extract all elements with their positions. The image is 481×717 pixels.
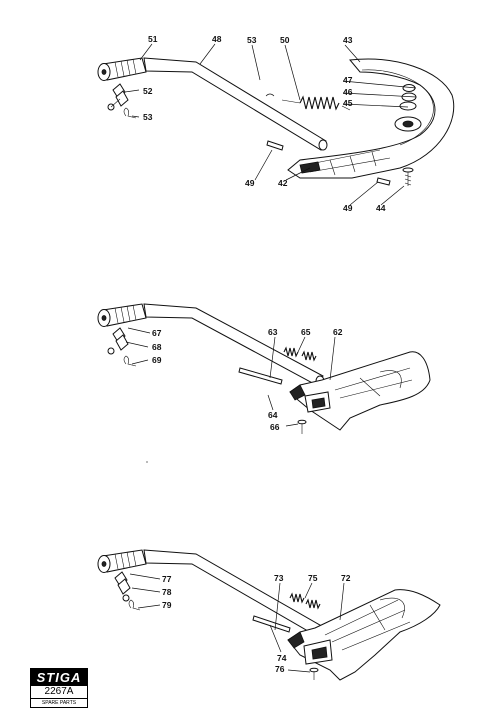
label-a-53: 53 xyxy=(247,35,257,45)
label-c-77: 77 xyxy=(162,574,172,584)
label-c-74: 74 xyxy=(277,653,287,663)
brand-logo: STIGA xyxy=(31,669,87,686)
label-c-75: 75 xyxy=(308,573,318,583)
assembly-a: 51 48 53 50 43 52 53 47 46 45 49 42 49 4… xyxy=(97,34,455,213)
screw-b xyxy=(297,419,307,434)
split-pin-b xyxy=(123,355,137,367)
label-a-49: 49 xyxy=(245,178,255,188)
spare-parts-caption: SPARE PARTS xyxy=(41,700,77,706)
rod-a-right xyxy=(376,177,391,186)
label-a-50: 50 xyxy=(280,35,290,45)
handle-grip-a xyxy=(97,57,147,81)
label-a-45: 45 xyxy=(343,98,353,108)
split-pin-a xyxy=(123,107,137,119)
screw-a xyxy=(402,167,414,186)
small-clip-a xyxy=(265,93,275,97)
stiga-logo-box: STIGA 2267A SPARE PARTS xyxy=(30,668,88,708)
label-c-73: 73 xyxy=(274,573,284,583)
label-a-43: 43 xyxy=(343,35,353,45)
label-b-68: 68 xyxy=(152,342,162,352)
label-b-69: 69 xyxy=(152,355,162,365)
spring-a xyxy=(281,95,351,111)
rod-a-left xyxy=(266,140,284,151)
clip-part-b xyxy=(107,327,129,355)
clip-part-c xyxy=(114,571,131,602)
label-a-44: 44 xyxy=(376,203,386,213)
stray-mark xyxy=(146,461,148,463)
handle-grip-b xyxy=(97,303,147,327)
guard-a xyxy=(287,58,455,179)
handle-shaft-a xyxy=(143,57,327,151)
label-a-46: 46 xyxy=(343,87,353,97)
label-a-51: 51 xyxy=(148,34,158,44)
label-a-49b: 49 xyxy=(343,203,353,213)
label-b-62: 62 xyxy=(333,327,343,337)
label-c-72: 72 xyxy=(341,573,351,583)
label-c-76: 76 xyxy=(275,664,285,674)
label-a-47: 47 xyxy=(343,75,353,85)
assembly-c: 77 73 75 72 78 79 74 76 xyxy=(97,549,441,681)
label-b-64: 64 xyxy=(268,410,278,420)
label-a-48: 48 xyxy=(212,34,222,44)
springs-b xyxy=(283,346,317,362)
screw-c xyxy=(309,667,319,680)
handle-grip-c xyxy=(97,549,147,573)
rod-c xyxy=(252,615,291,633)
handle-shaft-b xyxy=(143,303,324,387)
label-c-78: 78 xyxy=(162,587,172,597)
springs-c xyxy=(289,592,321,610)
diagram-code: 2267A xyxy=(31,686,87,699)
label-b-65: 65 xyxy=(301,327,311,337)
label-b-63: 63 xyxy=(268,327,278,337)
label-a-53b: 53 xyxy=(143,112,153,122)
label-b-67: 67 xyxy=(152,328,162,338)
split-pin-c xyxy=(128,599,141,611)
label-b-66: 66 xyxy=(270,422,280,432)
guard-b xyxy=(289,351,431,431)
spindle-a xyxy=(394,101,422,132)
clip-part-a xyxy=(107,83,129,111)
guard-c xyxy=(287,589,441,681)
rod-b xyxy=(238,367,283,385)
label-a-42: 42 xyxy=(278,178,288,188)
label-a-52: 52 xyxy=(143,86,153,96)
label-c-79: 79 xyxy=(162,600,172,610)
assembly-b: 67 63 65 62 68 69 64 66 xyxy=(97,303,431,434)
